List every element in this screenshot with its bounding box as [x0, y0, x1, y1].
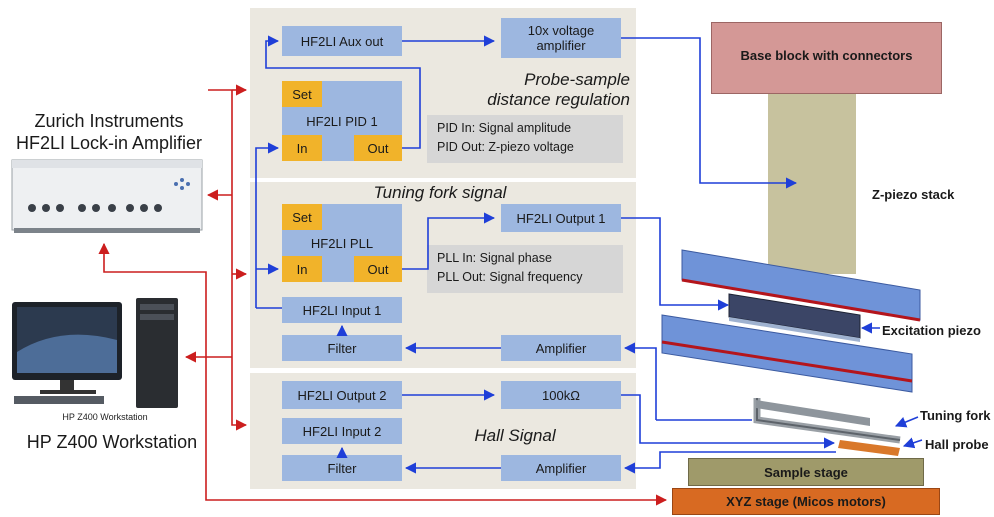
lockin-amplifier-image [11, 159, 203, 233]
probe-head [661, 249, 921, 456]
pll-name: HF2LI PLL [310, 235, 374, 251]
sample-stage-label: Sample stage [764, 465, 848, 480]
output2-block: HF2LI Output 2 [282, 381, 402, 409]
xyz-stage [672, 488, 940, 515]
pid-in-note: PID In: Signal amplitude [437, 121, 572, 135]
pll-note: PLL In: Signal phase PLL Out: Signal fre… [427, 245, 623, 293]
pid-name: HF2LI PID 1 [306, 113, 378, 129]
zpiezo-label: Z-piezo stack [872, 187, 955, 202]
pll-out-port: Out [354, 256, 402, 282]
amplifier2-block: Amplifier [501, 455, 621, 481]
aux-out-block: HF2LI Aux out [282, 26, 402, 56]
filter1-block: Filter [282, 335, 402, 361]
workstation-title: HP Z400 Workstation [26, 432, 198, 452]
pid-set-port: Set [282, 81, 322, 107]
filter2-block: Filter [282, 455, 402, 481]
pid-note: PID In: Signal amplitude PID Out: Z-piez… [427, 115, 623, 163]
xyz-stage-label: XYZ stage (Micos motors) [726, 494, 886, 509]
hall-signal-title: Hall Signal [474, 426, 556, 445]
workstation-image [12, 298, 178, 408]
amplifier1-block: Amplifier [501, 335, 621, 361]
pll-in-port: In [282, 256, 322, 282]
output1-block: HF2LI Output 1 [501, 204, 621, 232]
input2-block: HF2LI Input 2 [282, 418, 402, 444]
base-block-label: Base block with connectors [740, 48, 913, 63]
hall-probe-label: Hall probe [925, 437, 989, 452]
workstation-caption: HP Z400 Workstation [62, 412, 148, 422]
pid-out-port: Out [354, 135, 402, 161]
tuning-fork-title: Tuning fork signal [373, 183, 507, 202]
pid-in-port: In [282, 135, 322, 161]
lockin-title: Zurich Instruments HF2LI Lock-in Amplifi… [15, 111, 203, 153]
resistor-block: 100kΩ [501, 381, 621, 409]
tuning-fork-label: Tuning fork [920, 408, 991, 423]
base-block [711, 22, 942, 94]
pll-set-port: Set [282, 204, 322, 230]
pid-out-note: PID Out: Z-piezo voltage [437, 140, 574, 154]
sample-stage [688, 458, 924, 486]
pll-out-note: PLL Out: Signal frequency [437, 270, 583, 284]
zpiezo-stack [768, 94, 856, 274]
pll-in-note: PLL In: Signal phase [437, 251, 552, 265]
distance-regulation-title: Probe-sample distance regulation [487, 70, 630, 109]
voltage-amplifier-block: 10x voltage amplifier [501, 18, 621, 58]
excitation-label: Excitation piezo [882, 323, 981, 338]
input1-block: HF2LI Input 1 [282, 297, 402, 323]
